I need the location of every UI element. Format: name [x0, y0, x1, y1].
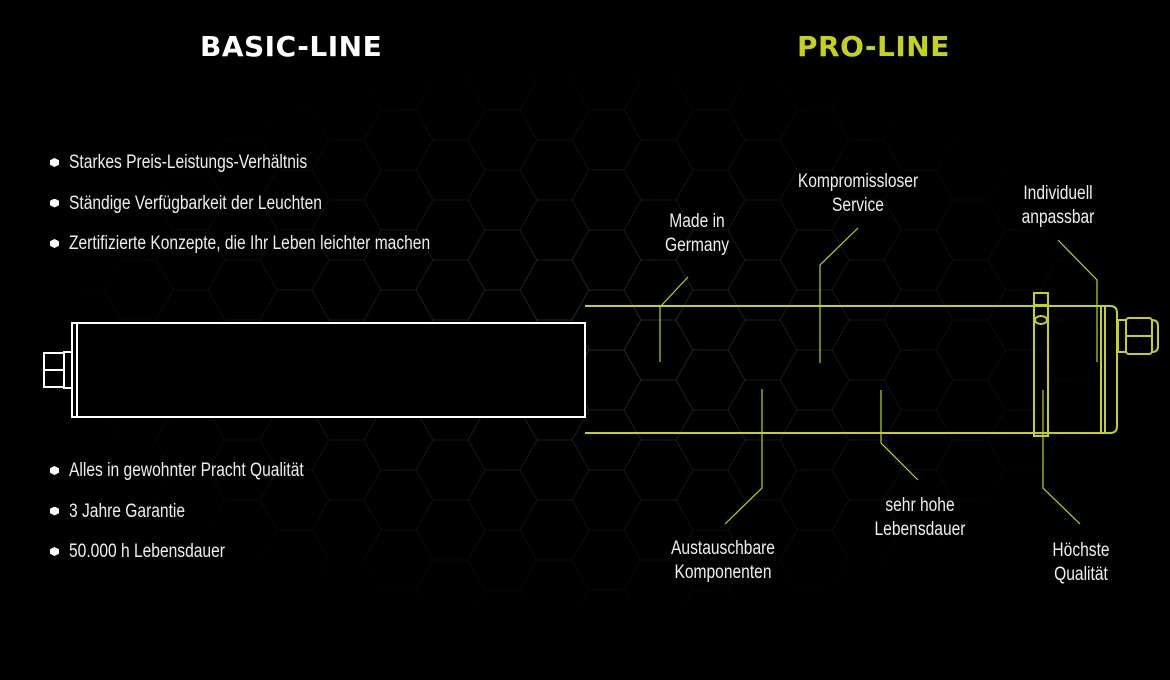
basic-features-list: Alles in gewohnter Pracht Qualität 3 Jah…: [50, 460, 355, 582]
hexagon-bullet-icon: [50, 506, 59, 516]
list-item: Alles in gewohnter Pracht Qualität: [50, 460, 355, 501]
list-item: Zertifizierte Konzepte, die Ihr Leben le…: [50, 233, 509, 274]
list-item: 3 Jahre Garantie: [50, 501, 355, 542]
list-item: Starkes Preis-Leistungs-Verhältnis: [50, 152, 509, 193]
hexagon-bullet-icon: [50, 239, 59, 248]
basic-tube: [43, 322, 586, 418]
list-item: Ständige Verfügbarkeit der Leuchten: [50, 193, 509, 234]
basic-benefits-list: Starkes Preis-Leistungs-Verhältnis Ständ…: [50, 152, 509, 274]
basic-line-title: BASIC-LINE: [200, 30, 383, 63]
hexagon-bullet-icon: [50, 158, 59, 167]
callout-lines: [659, 227, 1098, 525]
hexagon-bullet-icon: [50, 198, 59, 208]
hexagon-bullet-icon: [50, 547, 59, 556]
list-item: 50.000 h Lebensdauer: [50, 541, 355, 582]
pro-line-title: PRO-LINE: [797, 30, 950, 63]
pro-tube: [585, 292, 1159, 437]
hexagon-bullet-icon: [50, 466, 59, 475]
